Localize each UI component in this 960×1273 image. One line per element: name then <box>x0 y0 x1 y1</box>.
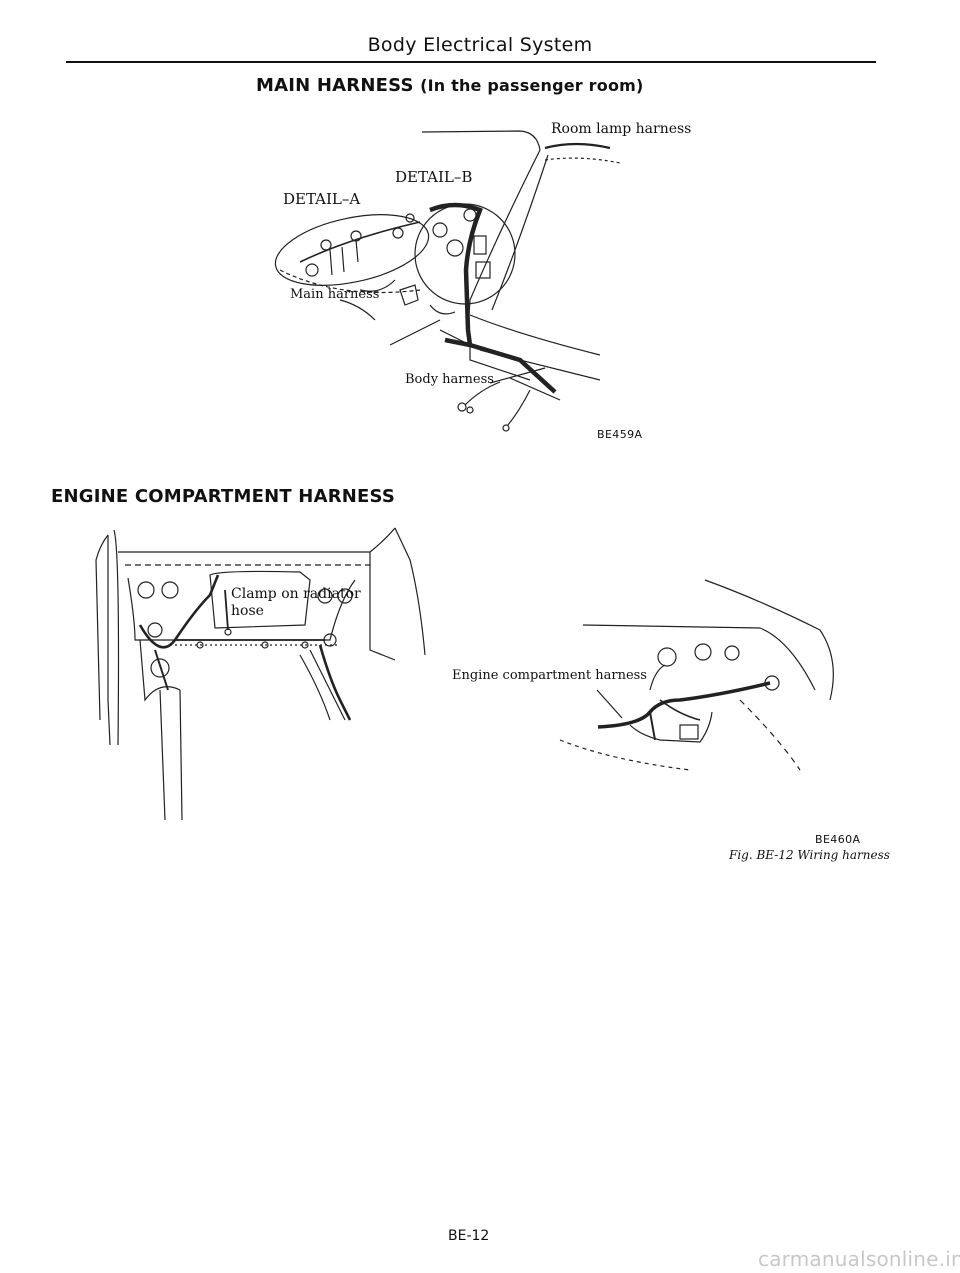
clamp-callout-box <box>209 570 311 629</box>
engine-harness-title: ENGINE COMPARTMENT HARNESS <box>51 486 396 507</box>
header-rule <box>66 61 876 63</box>
main-harness-wire <box>429 202 557 394</box>
room-lamp-leader <box>421 130 541 151</box>
figure-code-be459a: BE459A <box>597 428 643 441</box>
clamp-label-line2: hose <box>231 603 264 619</box>
main-harness-leader <box>339 299 376 321</box>
figure-caption: Fig. BE-12 Wiring harness <box>729 848 890 862</box>
page-number: BE-12 <box>448 1228 490 1244</box>
body-harness-label: Body harness <box>405 372 494 387</box>
main-harness-subtitle: (In the passenger room) <box>420 76 644 95</box>
detail-a-ellipse <box>274 214 430 286</box>
figure-code-be460a: BE460A <box>815 833 861 846</box>
engine-compartment-harness-label: Engine compartment harness <box>452 668 647 683</box>
main-harness-label: Main harness <box>290 287 380 302</box>
clamp-on-radiator-hose-label: Clamp on radiator hose <box>231 586 361 620</box>
clamp-label-line1: Clamp on radiator <box>231 586 361 602</box>
main-harness-title: MAIN HARNESS <box>256 75 414 96</box>
body-harness-leader <box>389 319 441 346</box>
room-lamp-harness <box>544 142 611 150</box>
main-harness-heading: MAIN HARNESS (In the passenger room) <box>256 75 644 96</box>
windshield-pillar <box>467 149 541 331</box>
detail-a-label: DETAIL–A <box>283 190 361 208</box>
room-lamp-harness-label: Room lamp harness <box>551 121 692 137</box>
detail-b-label: DETAIL–B <box>395 168 473 186</box>
page-header-title: Body Electrical System <box>367 34 593 56</box>
pillar-inner <box>491 154 549 311</box>
engine-harness-wire-right <box>597 681 771 729</box>
engine-harness-leader <box>596 689 623 719</box>
watermark[interactable]: carmanualsonline.info <box>758 1247 960 1271</box>
